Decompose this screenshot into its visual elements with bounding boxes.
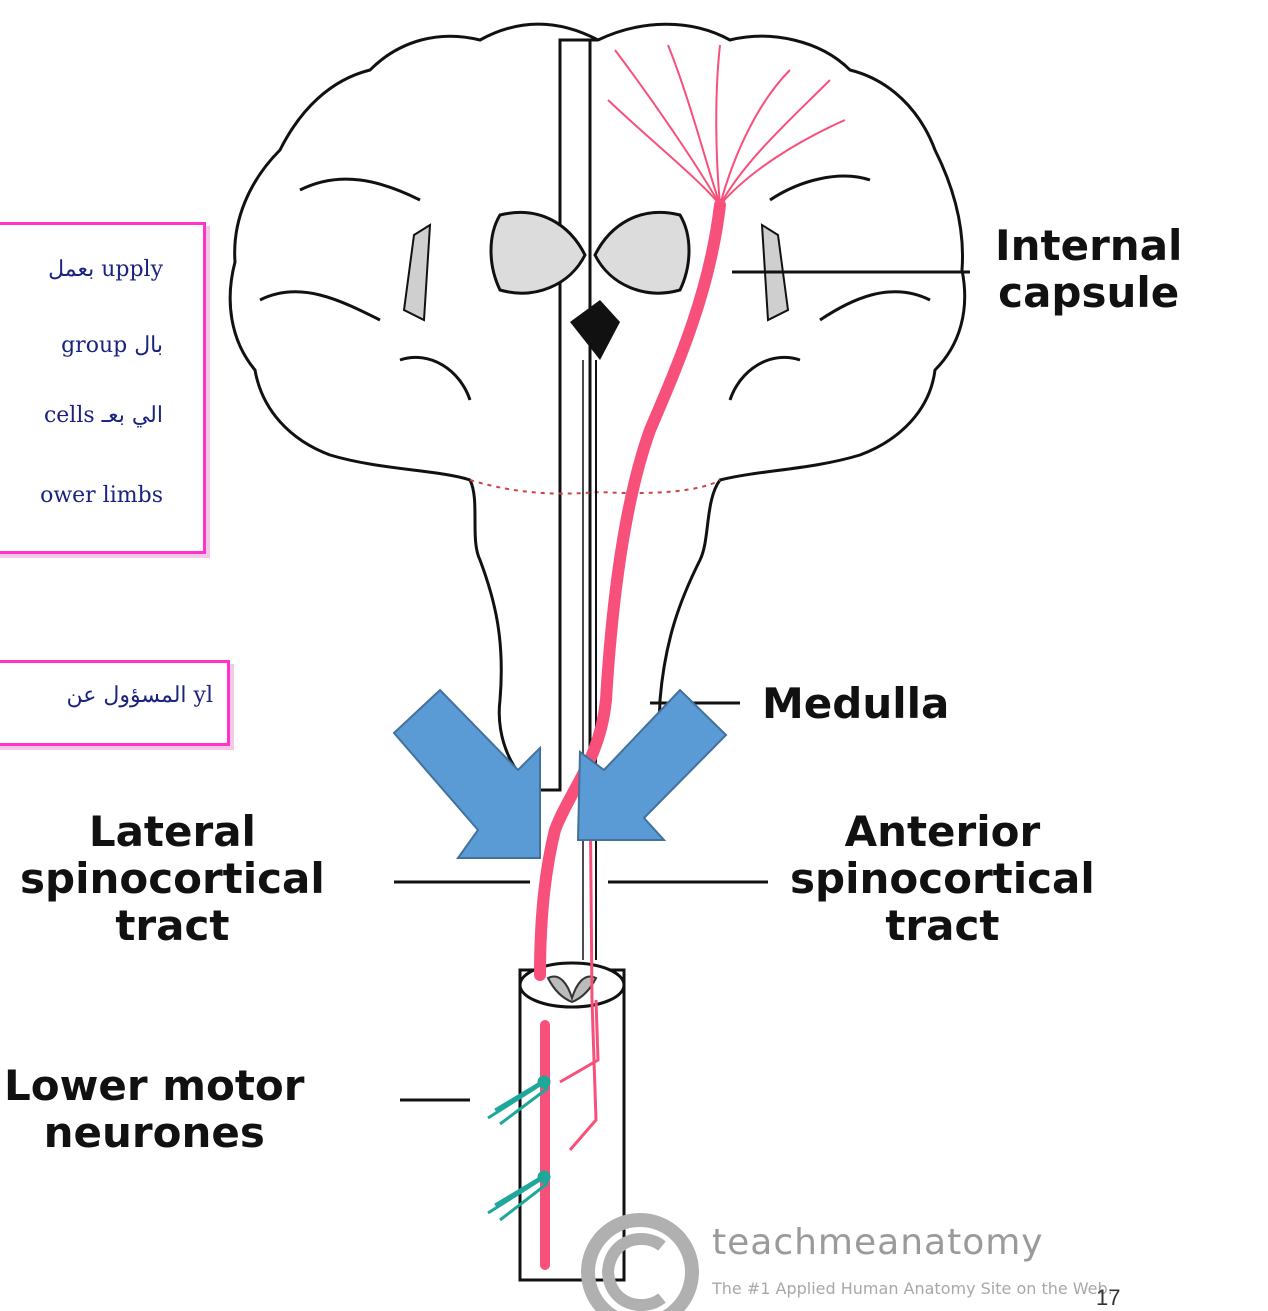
- corticospinal-tract: [540, 205, 720, 975]
- watermark-tagline: The #1 Applied Human Anatomy Site on the…: [712, 1279, 1113, 1298]
- left-blue-arrow: [394, 690, 540, 858]
- note-line: بعمل upply: [48, 257, 163, 282]
- note-line: group بال: [61, 333, 163, 358]
- watermark-brand: teachmeanatomy: [712, 1222, 1044, 1263]
- label-medulla: Medulla: [762, 680, 949, 727]
- brain-coronal-section: [230, 24, 965, 790]
- label-internal-capsule: Internal capsule: [995, 222, 1182, 316]
- page-number: 17: [1096, 1285, 1120, 1311]
- thalamus: [404, 212, 788, 360]
- note-line: المسؤول عن yl: [67, 683, 213, 708]
- label-lower-motor-neurones: Lower motor neurones: [4, 1062, 305, 1156]
- note-line: cells الي بعـ: [44, 403, 163, 428]
- label-lateral-tract: Lateral spinocortical tract: [20, 808, 325, 949]
- note-box-upper: بعمل upply group بال cells الي بعـ ower …: [0, 222, 206, 554]
- label-anterior-tract: Anterior spinocortical tract: [790, 808, 1095, 949]
- copyright-icon: [588, 1220, 692, 1311]
- note-line: ower limbs: [40, 483, 163, 508]
- note-box-lower: المسؤول عن yl: [0, 660, 230, 746]
